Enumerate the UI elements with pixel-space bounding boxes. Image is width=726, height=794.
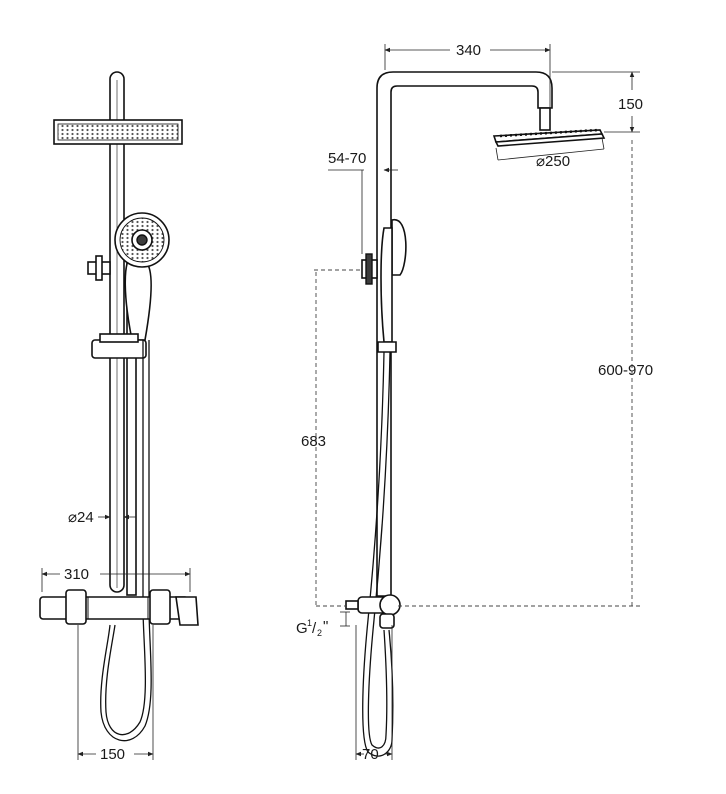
front-slider-support <box>91 333 147 359</box>
inlet-thread-label: G 1 / 2 " <box>296 618 328 638</box>
arm-reach-label: 340 <box>456 42 481 59</box>
front-view <box>39 71 199 742</box>
front-dimensions: ⌀24 310 150 <box>41 509 191 763</box>
side-view <box>345 71 606 757</box>
side-hose <box>362 351 394 757</box>
inlet-thread-main: G <box>296 620 308 637</box>
front-holder-knob <box>87 255 111 281</box>
side-slider-support <box>377 341 397 353</box>
side-column-and-arm <box>376 71 553 597</box>
wall-offset-label: 54-70 <box>328 150 366 167</box>
side-wall-bracket <box>361 253 378 285</box>
side-mixer <box>345 594 401 629</box>
front-hand-shower <box>114 212 170 341</box>
side-dimensions: 340 150 ⌀250 54-70 600-970 683 G 1 <box>296 42 653 763</box>
front-hose <box>100 340 152 742</box>
mixer-width-label: 310 <box>64 566 89 583</box>
mixer-depth-label: 70 <box>362 746 379 763</box>
column-height-label: 600-970 <box>598 362 653 379</box>
front-riser-pipe <box>109 71 125 593</box>
front-overhead-shower-head <box>53 119 183 145</box>
inlet-thread-suffix: " <box>323 618 328 635</box>
inlet-thread-num: 1 <box>307 618 312 628</box>
support-height-label: 683 <box>301 433 326 450</box>
front-thermostatic-mixer <box>39 589 199 626</box>
svg-text:/: / <box>312 620 317 637</box>
side-hand-shower <box>380 219 407 343</box>
head-height-label: 150 <box>618 96 643 113</box>
head-diameter-label: ⌀250 <box>536 153 570 170</box>
bar-diameter-label: ⌀24 <box>68 509 94 526</box>
side-overhead-shower-head <box>492 128 606 147</box>
inlet-thread-den: 2 <box>317 628 322 638</box>
inlet-spacing-label: 150 <box>100 746 125 763</box>
